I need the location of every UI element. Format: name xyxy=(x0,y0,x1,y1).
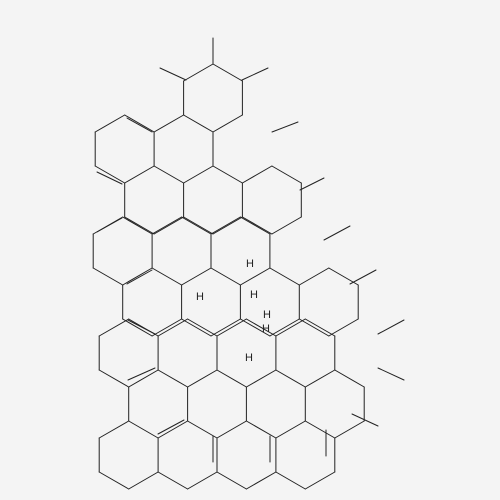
bond-line xyxy=(94,114,126,133)
bond-line xyxy=(98,369,130,388)
bond-line xyxy=(151,216,183,235)
bond-line xyxy=(122,216,153,235)
bond-line xyxy=(304,318,336,337)
bond-line xyxy=(239,267,271,286)
bond-line xyxy=(153,165,185,184)
bond-line xyxy=(98,420,130,439)
bond-line xyxy=(98,471,130,490)
bond-line xyxy=(269,267,300,286)
bond-line xyxy=(122,318,153,337)
bond-skeleton xyxy=(92,63,365,490)
bond-line xyxy=(124,114,155,133)
bond-line xyxy=(124,216,155,235)
bond-line xyxy=(210,318,241,337)
bond-line xyxy=(212,63,243,82)
bond-line xyxy=(216,471,247,490)
bond-line xyxy=(183,114,214,133)
bond-line xyxy=(157,318,189,337)
bond-line xyxy=(304,369,336,388)
bond-line xyxy=(181,216,212,235)
bond-line xyxy=(181,267,212,286)
bond-line xyxy=(153,114,185,133)
bond-line xyxy=(334,369,365,388)
bond-line xyxy=(187,369,218,388)
bond-line xyxy=(216,318,247,337)
bond-line xyxy=(124,165,155,184)
hydrogen-label: H xyxy=(245,352,253,364)
bond-line xyxy=(151,267,183,286)
bond-line xyxy=(275,369,306,388)
bond-line xyxy=(245,318,277,337)
bond-line xyxy=(216,420,247,439)
bond-line xyxy=(92,267,124,286)
bond-line xyxy=(275,471,306,490)
bond-line xyxy=(128,420,159,439)
bond-line xyxy=(245,369,277,388)
bond-line xyxy=(128,369,159,388)
bond-line xyxy=(210,267,241,286)
bond-line xyxy=(212,114,243,133)
bond-line xyxy=(212,216,243,235)
bond-line xyxy=(187,420,218,439)
bond-line xyxy=(304,420,336,439)
bond-line xyxy=(128,471,159,490)
bond-line xyxy=(122,267,153,286)
bond-line xyxy=(212,165,243,184)
bond-line xyxy=(239,216,271,235)
bond-line xyxy=(183,216,214,235)
bond-line xyxy=(153,216,185,235)
bond-line xyxy=(151,318,183,337)
bond-line xyxy=(183,165,214,184)
bond-line xyxy=(157,420,189,439)
methyl-groups xyxy=(96,37,405,463)
bond-line xyxy=(241,165,273,184)
bond-line xyxy=(239,318,271,337)
hydrogen-label: H xyxy=(263,309,271,321)
bond-line xyxy=(334,420,365,439)
bond-line xyxy=(210,216,241,235)
bond-line xyxy=(187,471,218,490)
bond-line xyxy=(271,165,302,184)
bond-line xyxy=(241,216,273,235)
bond-line xyxy=(98,318,130,337)
bond-line xyxy=(304,471,336,490)
bond-line xyxy=(328,318,359,337)
bond-line xyxy=(157,471,189,490)
hydrogen-label: H xyxy=(262,323,270,335)
bond-line xyxy=(275,420,306,439)
bond-line xyxy=(216,369,247,388)
bond-line xyxy=(245,420,277,439)
hydrogen-label: H xyxy=(250,289,258,301)
bond-line xyxy=(298,267,330,286)
bond-line xyxy=(181,318,212,337)
bond-line xyxy=(271,216,302,235)
bond-line xyxy=(94,165,126,184)
bond-line xyxy=(298,318,330,337)
bond-line xyxy=(183,63,214,82)
hydrogen-label: H xyxy=(246,258,254,270)
bond-line xyxy=(269,318,300,337)
hydrogen-label: H xyxy=(196,291,204,303)
bond-line xyxy=(157,369,189,388)
bond-line xyxy=(245,471,277,490)
bond-line xyxy=(275,318,306,337)
bond-line xyxy=(187,318,218,337)
